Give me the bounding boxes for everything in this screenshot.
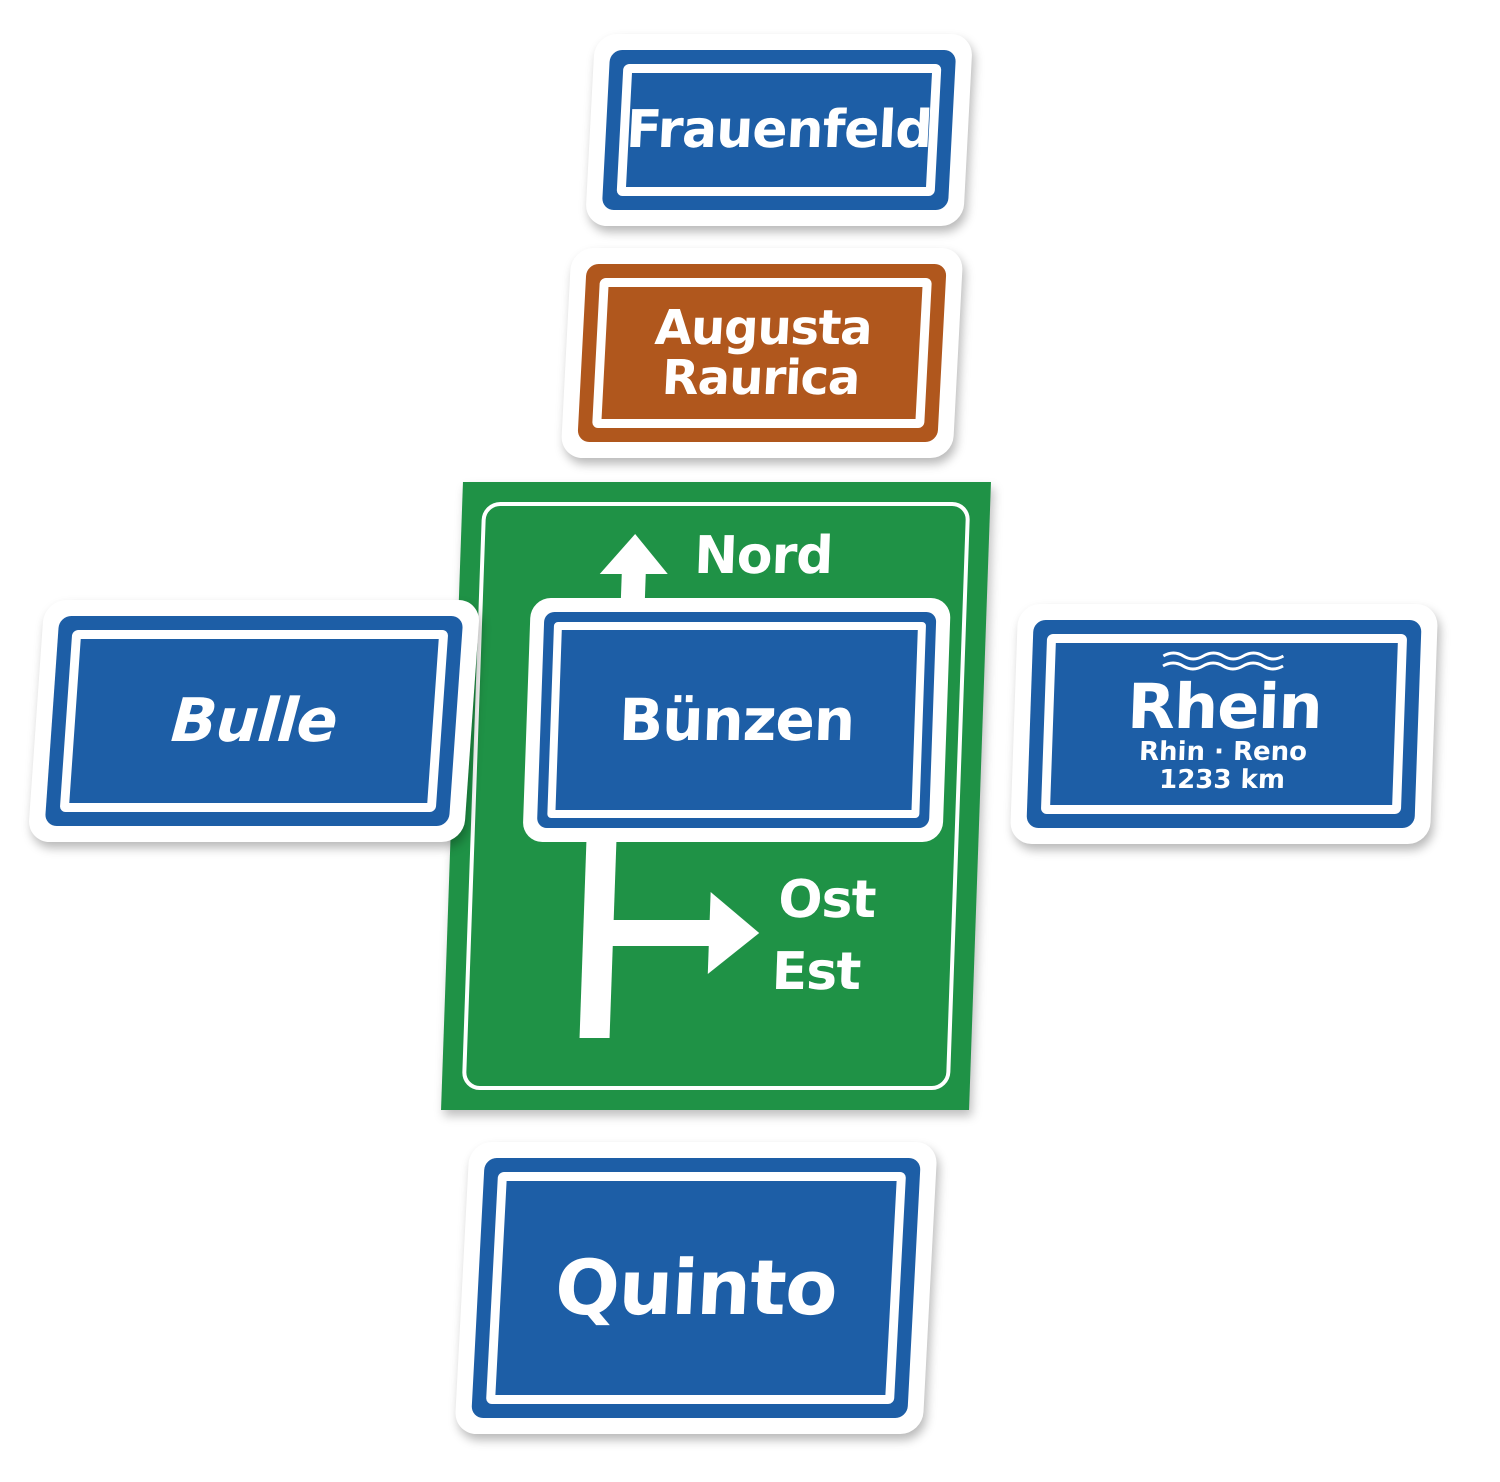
- sign-direction: Nord Bünzen Ost Est: [441, 482, 991, 1110]
- rhein-length: 1233 km: [1158, 764, 1286, 795]
- sign-quinto-plate: Quinto: [471, 1158, 921, 1418]
- sign-rhein: Rhein Rhin · Reno 1233 km: [1009, 604, 1439, 844]
- bulle-label: Bulle: [168, 685, 340, 756]
- sign-frauenfeld: Frauenfeld: [584, 34, 974, 226]
- sign-augusta-frame: Augusta Raurica: [592, 278, 932, 428]
- frauenfeld-label: Frauenfeld: [624, 99, 934, 160]
- rhein-label: Rhein: [1126, 670, 1324, 744]
- sign-frauenfeld-frame: Frauenfeld: [616, 64, 942, 196]
- sign-quinto: Quinto: [454, 1142, 938, 1434]
- buenzen-frame: Bünzen: [547, 622, 927, 818]
- ost-label: Ost: [777, 870, 877, 930]
- wave-icon: [1162, 651, 1285, 671]
- sign-rhein-plate: Rhein Rhin · Reno 1233 km: [1026, 620, 1422, 828]
- buenzen-sign: Bünzen: [522, 598, 951, 842]
- buenzen-label: Bünzen: [617, 686, 856, 754]
- augusta-line2: Raurica: [660, 350, 861, 406]
- sign-rhein-frame: Rhein Rhin · Reno 1233 km: [1040, 634, 1408, 814]
- quinto-label: Quinto: [552, 1243, 840, 1333]
- sign-augusta-plate: Augusta Raurica: [577, 264, 947, 442]
- sign-bulle-plate: Bulle: [44, 616, 464, 826]
- direction-arrows: [579, 534, 760, 1038]
- sign-augusta-raurica: Augusta Raurica: [560, 248, 964, 458]
- est-label: Est: [770, 942, 862, 1002]
- sign-quinto-frame: Quinto: [485, 1172, 907, 1404]
- nord-label: Nord: [693, 526, 834, 586]
- sign-bulle: Bulle: [27, 600, 481, 842]
- arrow-right-icon: [579, 838, 760, 1038]
- augusta-line1: Augusta: [653, 299, 874, 356]
- sign-frauenfeld-plate: Frauenfeld: [601, 50, 957, 210]
- sign-bulle-frame: Bulle: [59, 630, 449, 812]
- buenzen-plate: Bünzen: [536, 612, 937, 828]
- rhein-languages: Rhin · Reno: [1138, 737, 1308, 768]
